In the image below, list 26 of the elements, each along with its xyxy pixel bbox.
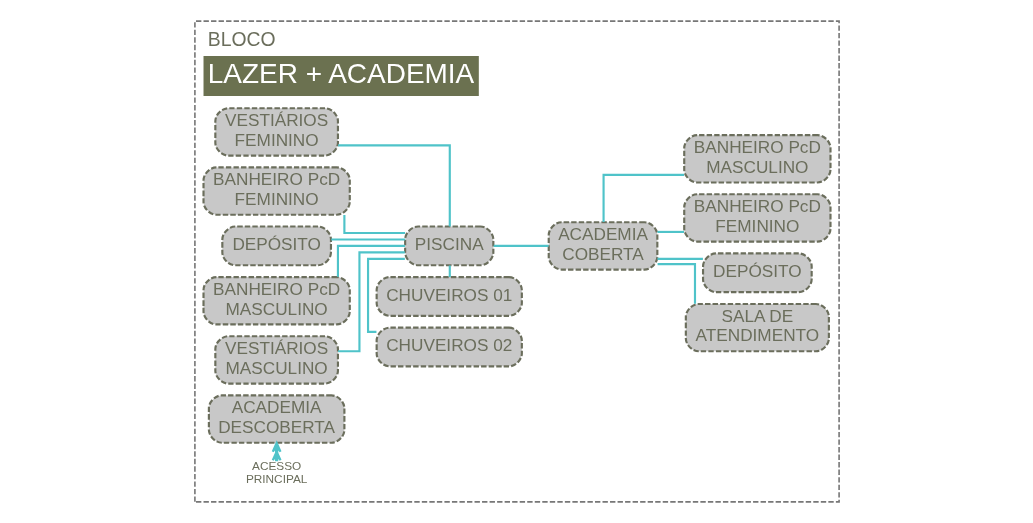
node-box: ACADEMIA DESCOBERTA (207, 394, 345, 444)
node-text: ACESSO PRINCIPAL (245, 459, 307, 487)
node-box: SALA DE ATENDIMENTO (684, 302, 830, 353)
connector (337, 144, 451, 227)
connector (657, 263, 696, 304)
connector (656, 230, 684, 233)
node-box: BANHEIRO PcD FEMININO (201, 166, 351, 216)
connector (342, 214, 405, 235)
node-box: CHUVEIROS 01 (375, 276, 523, 317)
connector (366, 257, 405, 333)
connector (493, 244, 549, 247)
node-box: ACADEMIA COBERTA (547, 221, 658, 271)
node-box: VESTIÁRIOS MASCULINO (213, 335, 339, 385)
node-box: VESTIÁRIOS FEMININO (213, 107, 339, 157)
connector (330, 238, 405, 241)
node-box: DEPÓSITO (220, 225, 332, 267)
node-box: BANHEIRO PcD MASCULINO (201, 276, 351, 326)
node-box: CHUVEIROS 02 (375, 326, 523, 368)
node-box: PISCINA (403, 225, 494, 267)
node-box: DEPÓSITO (701, 252, 813, 294)
node-box: BANHEIRO PcD MASCULINO (682, 134, 832, 184)
node-box: BANHEIRO PcD FEMININO (682, 193, 832, 243)
connector (602, 173, 684, 222)
connector (656, 257, 703, 260)
connector (337, 251, 405, 353)
connector (336, 244, 405, 277)
